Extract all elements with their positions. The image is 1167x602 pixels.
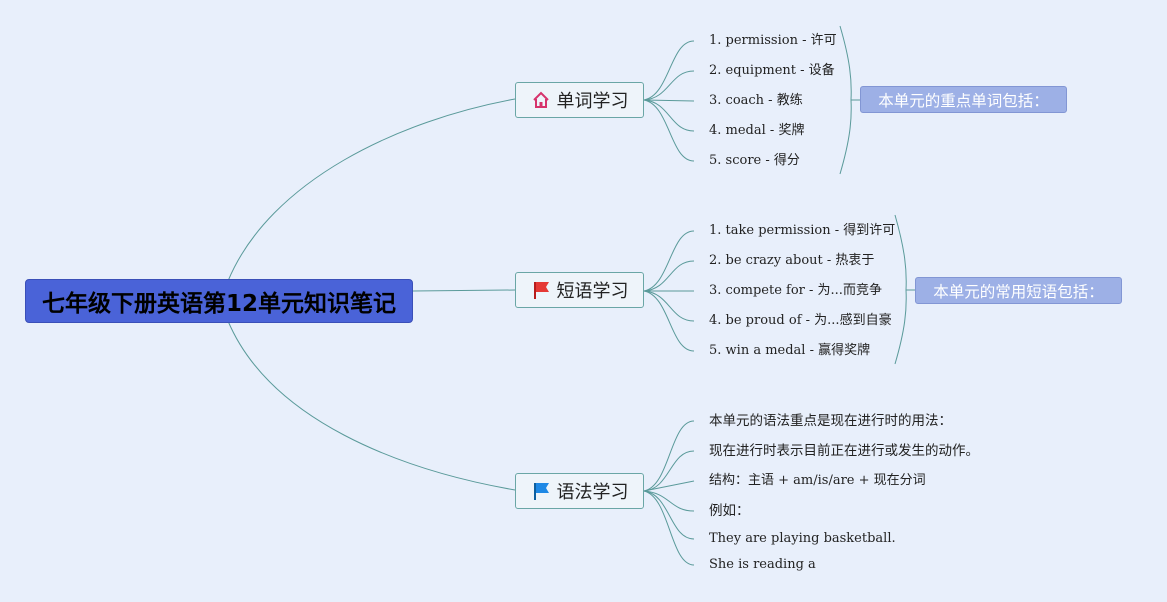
- list-item: 现在进行时表示目前正在进行或发生的动作。: [709, 443, 979, 459]
- phrase-bracket: [894, 214, 907, 365]
- home-icon: [531, 90, 551, 110]
- phrases-summary[interactable]: 本单元的常用短语包括：: [915, 277, 1122, 304]
- list-item: 3. compete for - 为...而竞争: [709, 283, 882, 298]
- list-item: 1. permission - 许可: [709, 33, 837, 48]
- root-title: 七年级下册英语第12单元知识笔记: [41, 291, 396, 317]
- list-item: 2. be crazy about - 热衷于: [709, 253, 875, 268]
- branch-grammar[interactable]: 语法学习: [515, 473, 644, 509]
- branch-label: 单词学习: [556, 91, 629, 112]
- blue-flag-icon: [531, 481, 551, 501]
- branch-phrases[interactable]: 短语学习: [515, 272, 644, 308]
- vocabulary-summary[interactable]: 本单元的重点单词包括：: [860, 86, 1067, 113]
- list-item: She is reading a: [709, 557, 816, 572]
- link-root-grammar: [227, 320, 516, 491]
- branch-label: 短语学习: [556, 281, 629, 302]
- red-flag-icon: [531, 280, 551, 300]
- list-item: 4. be proud of - 为...感到自豪: [709, 313, 892, 328]
- link-root-vocab: [227, 98, 516, 282]
- vocab-bracket: [839, 25, 852, 175]
- branch-label: 语法学习: [556, 482, 629, 503]
- list-item: 5. score - 得分: [709, 153, 800, 168]
- list-item: 4. medal - 奖牌: [709, 123, 805, 138]
- list-item: 3. coach - 教练: [709, 93, 803, 108]
- list-item: They are playing basketball.: [709, 531, 896, 546]
- list-item: 2. equipment - 设备: [709, 63, 835, 78]
- link-root-phrase: [412, 289, 516, 292]
- list-item: 本单元的语法重点是现在进行时的用法：: [709, 413, 952, 429]
- list-item: 例如：: [709, 503, 750, 519]
- branch-vocabulary[interactable]: 单词学习: [515, 82, 644, 118]
- list-item: 1. take permission - 得到许可: [709, 223, 896, 238]
- list-item: 结构：主语 + am/is/are + 现在分词: [709, 473, 926, 488]
- root-topic[interactable]: 七年级下册英语第12单元知识笔记: [25, 279, 413, 323]
- list-item: 5. win a medal - 赢得奖牌: [709, 343, 871, 358]
